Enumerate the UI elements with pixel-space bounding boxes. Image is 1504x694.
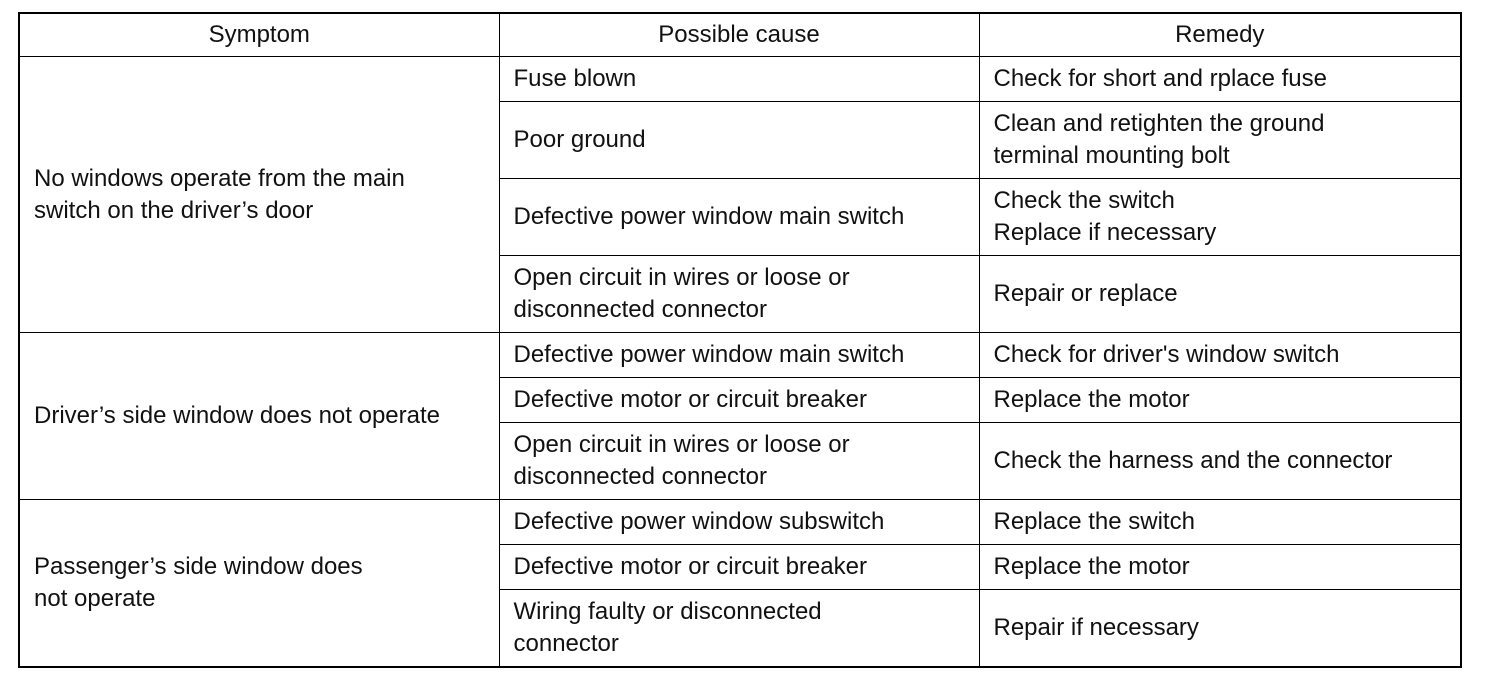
cause-cell: Open circuit in wires or loose or discon… <box>498 255 980 333</box>
cause-text: Defective power window main switch <box>513 341 905 368</box>
cause-text: Defective motor or circuit breaker <box>513 386 867 413</box>
remedy-cell: Clean and retighten the ground terminal … <box>978 101 1462 179</box>
table-row: Passenger’s side window does not operate… <box>18 499 1462 668</box>
table-row: Wiring faulty or disconnected connector … <box>19 589 1462 668</box>
symptom-cell: No windows operate from the main switch … <box>18 56 500 333</box>
cause-text: disconnected connector <box>513 296 768 323</box>
table-row: Defective power window main switch Check… <box>19 178 1462 256</box>
cause-text: Open circuit in wires or loose or <box>513 431 850 458</box>
remedy-cell: Check for driver's window switch <box>978 332 1462 378</box>
cause-cell: Open circuit in wires or loose or discon… <box>498 422 980 500</box>
cause-text: connector <box>513 630 619 657</box>
symptom-text: not operate <box>34 585 156 612</box>
table-row: Defective motor or circuit breaker Repla… <box>19 544 1462 590</box>
cause-cell: Defective motor or circuit breaker <box>498 377 980 423</box>
cause-text: Defective power window subswitch <box>513 508 885 535</box>
cause-cell: Defective motor or circuit breaker <box>498 544 980 590</box>
cause-cell: Poor ground <box>498 101 980 179</box>
remedy-text: Check the switch <box>993 187 1175 214</box>
cause-text: Fuse blown <box>513 65 637 92</box>
cause-cell: Defective power window main switch <box>498 178 980 256</box>
symptom-cell: Driver’s side window does not operate <box>18 332 500 500</box>
cause-text: Wiring faulty or disconnected <box>513 598 822 625</box>
table-row: Open circuit in wires or loose or discon… <box>19 422 1462 500</box>
cause-text: Open circuit in wires or loose or <box>513 264 850 291</box>
remedy-text: Clean and retighten the ground <box>993 110 1325 137</box>
table-row: Driver’s side window does not operate De… <box>18 332 1462 500</box>
table-row: Open circuit in wires or loose or discon… <box>19 255 1462 333</box>
remedy-text: Replace the switch <box>993 508 1195 535</box>
cause-text: Poor ground <box>513 126 646 153</box>
table-row: Poor ground Clean and retighten the grou… <box>19 101 1462 179</box>
remedy-text: Replace the motor <box>993 553 1190 580</box>
remedy-cell: Check the harness and the connector <box>978 422 1462 500</box>
header-row: Symptom Possible cause Remedy <box>18 12 1462 57</box>
remedy-cell: Replace the motor <box>978 544 1462 590</box>
table-row: Defective motor or circuit breaker Repla… <box>19 377 1462 423</box>
cause-cell: Defective power window subswitch <box>498 499 980 545</box>
cause-text: Defective power window main switch <box>513 203 905 230</box>
cause-cell: Wiring faulty or disconnected connector <box>498 589 980 668</box>
remedy-cell: Replace the motor <box>978 377 1462 423</box>
remedy-text: Replace the motor <box>993 386 1190 413</box>
symptom-text: Driver’s side window does not operate <box>34 402 440 429</box>
symptom-text: No windows operate from the main <box>34 164 405 192</box>
remedy-text: Replace if necessary <box>993 219 1217 246</box>
header-symptom: Symptom <box>18 12 500 57</box>
remedy-text: terminal mounting bolt <box>993 142 1230 169</box>
cause-text: disconnected connector <box>513 463 768 490</box>
remedy-cell: Check for short and rplace fuse <box>978 56 1462 102</box>
remedy-cell: Repair if necessary <box>978 589 1462 668</box>
remedy-text: Repair if necessary <box>993 614 1199 641</box>
header-remedy: Remedy <box>978 12 1462 57</box>
remedy-cell: Check the switch Replace if necessary <box>978 178 1462 256</box>
symptom-text: Passenger’s side window does <box>34 553 363 580</box>
remedy-text: Check for driver's window switch <box>993 341 1340 368</box>
cause-cell: Defective power window main switch <box>498 332 980 378</box>
symptom-text: switch on the driver’s door <box>34 196 314 224</box>
cause-text: Defective motor or circuit breaker <box>513 553 867 580</box>
troubleshooting-table: Symptom Possible cause Remedy No windows… <box>18 12 1462 668</box>
troubleshooting-document: Symptom Possible cause Remedy No windows… <box>18 12 1462 668</box>
symptom-cell: Passenger’s side window does not operate <box>18 499 500 668</box>
remedy-text: Repair or replace <box>993 280 1178 307</box>
header-possible-cause: Possible cause <box>498 12 980 57</box>
remedy-text: Check the harness and the connector <box>993 447 1393 474</box>
cause-cell: Fuse blown <box>498 56 980 102</box>
remedy-text: Check for short and rplace fuse <box>993 65 1328 92</box>
remedy-cell: Repair or replace <box>978 255 1462 333</box>
table-row: No windows operate from the main switch … <box>18 56 1462 333</box>
remedy-cell: Replace the switch <box>978 499 1462 545</box>
